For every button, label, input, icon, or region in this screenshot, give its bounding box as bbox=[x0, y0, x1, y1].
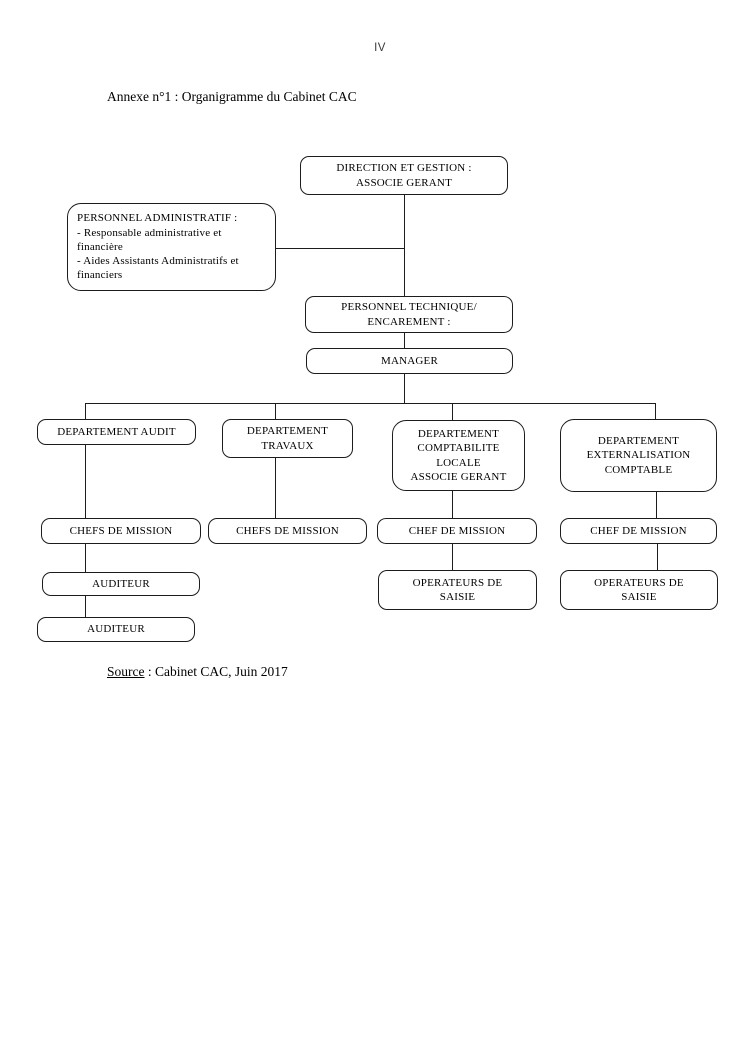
page-title: Annexe n°1 : Organigramme du Cabinet CAC bbox=[107, 89, 357, 104]
connector-direction-to-technique bbox=[404, 195, 405, 296]
connector-department-bus bbox=[85, 403, 656, 404]
connector-chef-to-operateurs-comptabilite bbox=[452, 544, 453, 570]
org-node-label: CHEF DE MISSION bbox=[408, 524, 506, 537]
source-label: Source bbox=[107, 664, 145, 679]
org-node-departement-comptabilite: DEPARTEMENT COMPTABILITE LOCALE ASSOCIE … bbox=[392, 420, 525, 491]
org-node-departement-audit: DEPARTEMENT AUDIT bbox=[37, 419, 196, 445]
org-node-label: DEPARTEMENT AUDIT bbox=[57, 425, 176, 438]
org-node-label: OPERATEURS DE SAISIE bbox=[594, 576, 684, 603]
org-node-operateurs-saisie-comptabilite: OPERATEURS DE SAISIE bbox=[378, 570, 537, 610]
connector-admin-to-trunk bbox=[276, 248, 405, 249]
org-node-label: DIRECTION ET GESTION : ASSOCIE GERANT bbox=[336, 162, 472, 189]
connector-chefs-to-auditeur bbox=[85, 544, 86, 572]
connector-bus-to-dept-audit bbox=[85, 403, 86, 419]
org-node-chefs-mission-travaux: CHEFS DE MISSION bbox=[208, 518, 367, 544]
org-node-direction-gestion: DIRECTION ET GESTION : ASSOCIE GERANT bbox=[300, 156, 508, 195]
connector-audit-to-chefs bbox=[85, 445, 86, 518]
connector-travaux-to-chefs bbox=[275, 458, 276, 518]
org-node-label: MANAGER bbox=[380, 354, 438, 367]
connector-chef-to-operateurs-externalisation bbox=[657, 544, 658, 570]
org-node-label: DEPARTEMENT COMPTABILITE LOCALE ASSOCIE … bbox=[410, 427, 507, 483]
source-text: : Cabinet CAC, Juin 2017 bbox=[144, 664, 288, 679]
org-node-chef-mission-comptabilite: CHEF DE MISSION bbox=[377, 518, 537, 544]
connector-technique-to-manager bbox=[404, 333, 405, 348]
source-note: Source : Cabinet CAC, Juin 2017 bbox=[107, 664, 288, 680]
connector-bus-to-dept-comptabilite bbox=[452, 403, 453, 420]
org-node-departement-travaux: DEPARTEMENT TRAVAUX bbox=[222, 419, 353, 458]
org-node-operateurs-saisie-externalisation: OPERATEURS DE SAISIE bbox=[560, 570, 718, 610]
org-node-label: CHEFS DE MISSION bbox=[236, 524, 339, 537]
connector-bus-to-dept-externalisation bbox=[655, 403, 656, 419]
org-node-label: PERSONNEL TECHNIQUE/ ENCAREMENT : bbox=[341, 301, 477, 328]
org-node-label: DEPARTEMENT EXTERNALISATION COMPTABLE bbox=[586, 435, 691, 476]
org-node-label: PERSONNEL ADMINISTRATIF : - Responsable … bbox=[77, 212, 239, 282]
org-node-auditeur-2: AUDITEUR bbox=[37, 617, 195, 642]
org-node-personnel-technique: PERSONNEL TECHNIQUE/ ENCAREMENT : bbox=[305, 296, 513, 333]
org-node-label: CHEFS DE MISSION bbox=[69, 524, 173, 537]
org-node-chef-mission-externalisation: CHEF DE MISSION bbox=[560, 518, 717, 544]
org-node-personnel-administratif: PERSONNEL ADMINISTRATIF : - Responsable … bbox=[67, 203, 276, 291]
org-node-manager: MANAGER bbox=[306, 348, 513, 374]
org-node-label: CHEF DE MISSION bbox=[590, 524, 687, 537]
org-node-label: DEPARTEMENT TRAVAUX bbox=[246, 425, 329, 452]
connector-externalisation-to-chef bbox=[656, 492, 657, 518]
org-node-auditeur-1: AUDITEUR bbox=[42, 572, 200, 596]
page-number: IV bbox=[374, 42, 386, 54]
connector-bus-to-dept-travaux bbox=[275, 403, 276, 419]
org-node-chefs-mission-audit: CHEFS DE MISSION bbox=[41, 518, 201, 544]
org-node-label: AUDITEUR bbox=[87, 623, 145, 636]
org-node-label: OPERATEURS DE SAISIE bbox=[412, 576, 503, 603]
org-node-label: AUDITEUR bbox=[92, 577, 150, 590]
connector-comptabilite-to-chef bbox=[452, 491, 453, 518]
connector-manager-to-bus bbox=[404, 374, 405, 403]
org-node-departement-externalisation: DEPARTEMENT EXTERNALISATION COMPTABLE bbox=[560, 419, 717, 492]
connector-auditeur-to-auditeur bbox=[85, 596, 86, 617]
